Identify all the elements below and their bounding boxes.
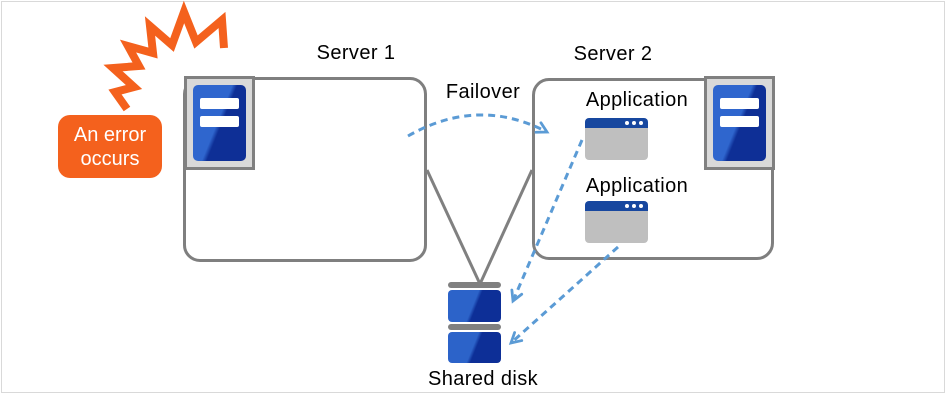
app-window-titlebar (585, 201, 648, 211)
titlebar-dot-icon (639, 204, 643, 208)
disk-cap (448, 324, 501, 330)
titlebar-dot-icon (625, 121, 629, 125)
app-window-body (585, 128, 648, 160)
titlebar-dot-icon (632, 204, 636, 208)
titlebar-dot-icon (625, 204, 629, 208)
server-slot (720, 116, 759, 127)
server2-disk-line (478, 169, 534, 285)
shared-disk-icon (448, 282, 501, 364)
app-window-icon (585, 201, 648, 243)
error-callout-label: An error occurs (73, 123, 147, 170)
disk-unit (448, 332, 501, 363)
server-slot (200, 98, 239, 109)
application1-label: Application (585, 89, 689, 111)
server-tower-icon (704, 76, 775, 170)
app-window-icon (585, 118, 648, 160)
titlebar-dot-icon (632, 121, 636, 125)
shared-disk-label: Shared disk (427, 368, 539, 390)
app-window-body (585, 211, 648, 243)
server-slot (200, 116, 239, 127)
server1-disk-line (425, 169, 482, 285)
failover-label: Failover (445, 81, 521, 103)
error-callout: An error occurs (58, 115, 162, 178)
titlebar-dot-icon (639, 121, 643, 125)
server-slot (720, 98, 759, 109)
failover-arrow (407, 113, 550, 138)
disk-cap (448, 282, 501, 288)
server1-title: Server 1 (316, 42, 396, 64)
server-tower-body (713, 85, 766, 161)
server-tower-icon (184, 76, 255, 170)
app-window-titlebar (585, 118, 648, 128)
server2-title: Server 2 (573, 43, 653, 65)
app2-disk-arrow (508, 245, 620, 345)
server-tower-body (193, 85, 246, 161)
disk-unit (448, 290, 501, 322)
application2-label: Application (585, 175, 689, 197)
